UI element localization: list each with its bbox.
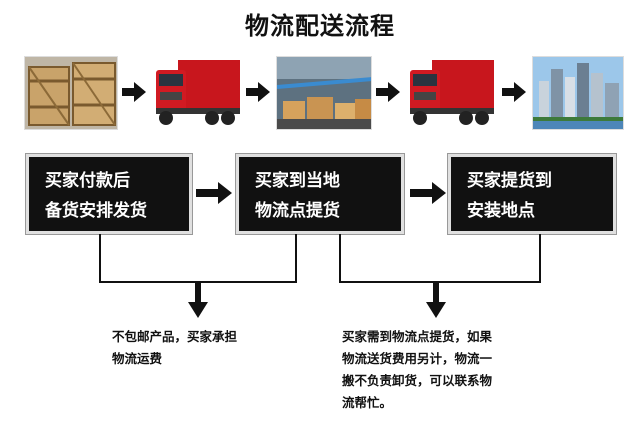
step-1-line-2: 备货安排发货 [45,201,147,221]
note-right: 买家需到物流点提货，如果 物流送货费用另计，物流一 搬不负责卸货，可以联系物 流… [342,326,592,414]
step-box-3: 买家提货到 安装地点 [448,154,616,234]
right-arrow-icon [502,82,526,102]
note-left-line-1: 不包邮产品，买家承担 [112,329,238,344]
step-2-line-1: 买家到当地 [255,171,340,191]
red-truck-photo [150,56,242,130]
right-arrow-icon [246,82,270,102]
step-3-line-2: 安装地点 [467,201,535,221]
note-right-line-1: 买家需到物流点提货，如果 [342,329,493,344]
step-1-line-1: 买家付款后 [45,171,130,191]
wooden-crates-photo [24,56,118,130]
step-box-2: 买家到当地 物流点提货 [236,154,404,234]
right-arrow-icon [122,82,146,102]
down-arrow-icon [426,302,446,318]
note-right-line-4: 流帮忙。 [342,395,393,410]
step-2-line-2: 物流点提货 [255,201,340,221]
note-right-line-3: 搬不负责卸货，可以联系物 [342,373,493,388]
page-title: 物流配送流程 [245,12,395,40]
warehouse-boxes-photo [276,56,372,130]
down-arrow-icon [188,302,208,318]
step-3-line-1: 买家提货到 [467,171,552,191]
note-right-line-2: 物流送货费用另计，物流一 [342,351,493,366]
red-truck-photo-2 [404,56,496,130]
right-arrow-icon [196,182,232,204]
note-left: 不包邮产品，买家承担 物流运费 [112,326,312,370]
right-arrow-icon [376,82,400,102]
note-left-line-2: 物流运费 [112,351,163,366]
right-arrow-icon [410,182,446,204]
step-box-1: 买家付款后 备货安排发货 [26,154,192,234]
city-skyline-photo [532,56,624,130]
